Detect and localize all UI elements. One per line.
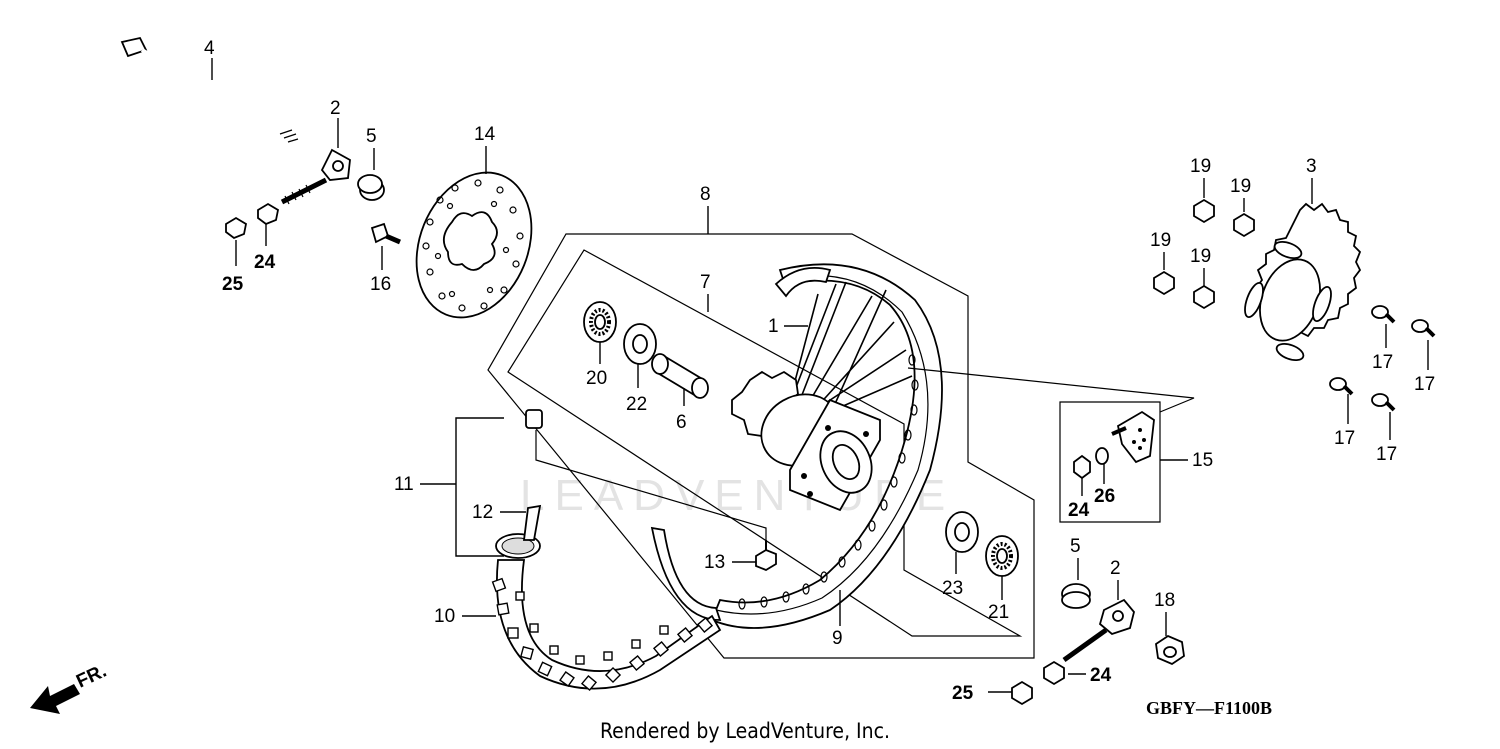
callout-18: 18 <box>1154 590 1175 611</box>
callout-9: 9 <box>832 628 843 649</box>
callout-10: 10 <box>434 606 455 627</box>
bolt-16 <box>370 222 401 245</box>
washer-26 <box>1095 447 1109 465</box>
nut-19-b <box>1233 212 1255 238</box>
callout-2-upper: 2 <box>330 98 341 119</box>
nut-18 <box>1155 634 1185 666</box>
rim-band <box>650 526 722 621</box>
brake-disc <box>415 171 533 319</box>
callout-26: 26 <box>1094 486 1115 507</box>
callout-8: 8 <box>700 184 711 205</box>
callout-3: 3 <box>1306 156 1317 177</box>
bearing-23 <box>945 511 979 553</box>
callout-20: 20 <box>586 368 607 389</box>
nut-19-d <box>1193 284 1215 310</box>
callout-17-a: 17 <box>1372 352 1393 373</box>
valve-nut-13 <box>755 540 777 572</box>
callout-19-d: 19 <box>1190 246 1211 267</box>
valve-leader <box>535 430 767 548</box>
callout-25-upper: 25 <box>222 274 244 295</box>
bearing-21 <box>985 535 1019 577</box>
valve-cap <box>525 409 543 429</box>
nut-24-upper <box>257 202 280 226</box>
diagram-code: GBFY—F1100B <box>1146 698 1272 718</box>
wheel-assembly-box <box>487 233 1035 659</box>
callout-2-lower: 2 <box>1110 558 1121 579</box>
callout-11: 11 <box>394 474 414 495</box>
callout-17-b: 17 <box>1414 374 1435 395</box>
bearing-20 <box>583 301 617 343</box>
callout-15: 15 <box>1192 450 1213 471</box>
callout-24-upper: 24 <box>254 252 276 273</box>
leader-lines <box>211 58 1429 693</box>
collar-5-lower <box>1061 583 1091 609</box>
collar-5-upper <box>357 174 385 201</box>
bearing-22 <box>623 323 657 365</box>
chain-adjuster-upper <box>280 148 351 205</box>
callout-19-c: 19 <box>1150 230 1171 251</box>
front-direction-arrow: FR. <box>30 661 110 714</box>
nut-25-lower <box>1011 680 1033 706</box>
tire-tube-bracket <box>420 417 504 557</box>
callout-5-lower: 5 <box>1070 536 1081 557</box>
callout-7: 7 <box>700 272 711 293</box>
tire <box>491 559 722 692</box>
callout-24-lower: 24 <box>1090 665 1112 686</box>
nut-19-c <box>1153 270 1175 296</box>
callout-17-d: 17 <box>1376 444 1397 465</box>
callout-labels: 4 2 5 14 24 25 16 8 7 1 20 22 6 11 12 13… <box>204 38 1435 704</box>
wheel-hub <box>731 370 881 512</box>
bolt-17-a <box>1371 305 1396 324</box>
direction-label: FR. <box>73 661 110 693</box>
rim-band-strip <box>522 504 542 541</box>
callout-23: 23 <box>942 578 963 599</box>
chain-adjuster-lower <box>1062 598 1135 663</box>
callout-6: 6 <box>676 412 687 433</box>
callout-12: 12 <box>472 502 493 523</box>
callout-5-upper: 5 <box>366 126 377 147</box>
callout-22: 22 <box>626 394 647 415</box>
bolt-17-c <box>1329 377 1354 396</box>
callout-4: 4 <box>204 38 215 59</box>
nut-24-lower <box>1043 660 1065 686</box>
axle-part <box>120 36 299 143</box>
nut-25-upper <box>225 216 248 240</box>
hub-assembly-box <box>507 249 1023 637</box>
callout-19-a: 19 <box>1190 156 1211 177</box>
callout-1: 1 <box>768 316 779 337</box>
callout-16: 16 <box>370 274 391 295</box>
callout-17-c: 17 <box>1334 428 1355 449</box>
nut-24-guide <box>1073 454 1091 480</box>
bolt-17-d <box>1371 393 1396 412</box>
callout-14: 14 <box>474 124 496 145</box>
bolt-17-b <box>1411 319 1436 338</box>
callout-13: 13 <box>704 552 725 573</box>
callout-24-guide: 24 <box>1068 500 1090 521</box>
sprocket <box>1244 202 1362 362</box>
nut-19-a <box>1193 198 1215 224</box>
guide-set-leader <box>907 367 1195 413</box>
spacer-6 <box>651 353 709 399</box>
chain-guide-plate <box>1111 410 1155 464</box>
callout-25-lower: 25 <box>952 683 974 704</box>
callout-21: 21 <box>988 602 1009 623</box>
guide-set-box <box>1059 401 1161 523</box>
callout-19-b: 19 <box>1230 176 1251 197</box>
footer-credit: Rendered by LeadVenture, Inc. <box>600 719 890 743</box>
